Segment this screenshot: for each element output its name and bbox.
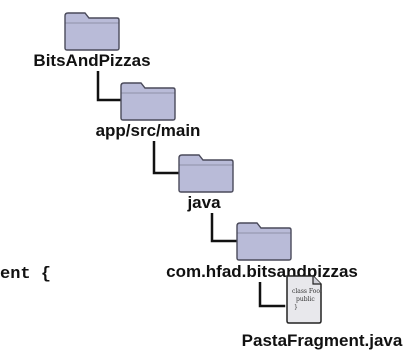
tree-connector bbox=[152, 141, 182, 175]
java-file-icon: class Fool public } bbox=[283, 273, 325, 325]
tree-connector bbox=[96, 71, 126, 102]
folder-label-com-hfad-bitsandpizzas: com.hfad.bitsandpizzas bbox=[166, 262, 358, 281]
java-file-icon-text: public bbox=[296, 296, 315, 303]
java-file-icon-text: class Fool bbox=[292, 288, 322, 295]
folder-icon bbox=[118, 78, 178, 121]
java-file-icon-text: } bbox=[294, 304, 298, 311]
folder-icon bbox=[176, 150, 236, 193]
folder-label-bitsandpizzas: BitsAndPizzas bbox=[33, 51, 151, 70]
folder-label-app-src-main: app/src/main bbox=[95, 121, 201, 140]
code-fragment: ent { bbox=[0, 265, 52, 284]
file-label-pastafragment: PastaFragment.java bbox=[241, 331, 403, 350]
tree-connector bbox=[210, 213, 240, 243]
folder-icon bbox=[62, 8, 122, 51]
folder-icon bbox=[234, 218, 294, 261]
tree-connector bbox=[258, 282, 286, 308]
folder-label-java: java bbox=[187, 193, 221, 212]
